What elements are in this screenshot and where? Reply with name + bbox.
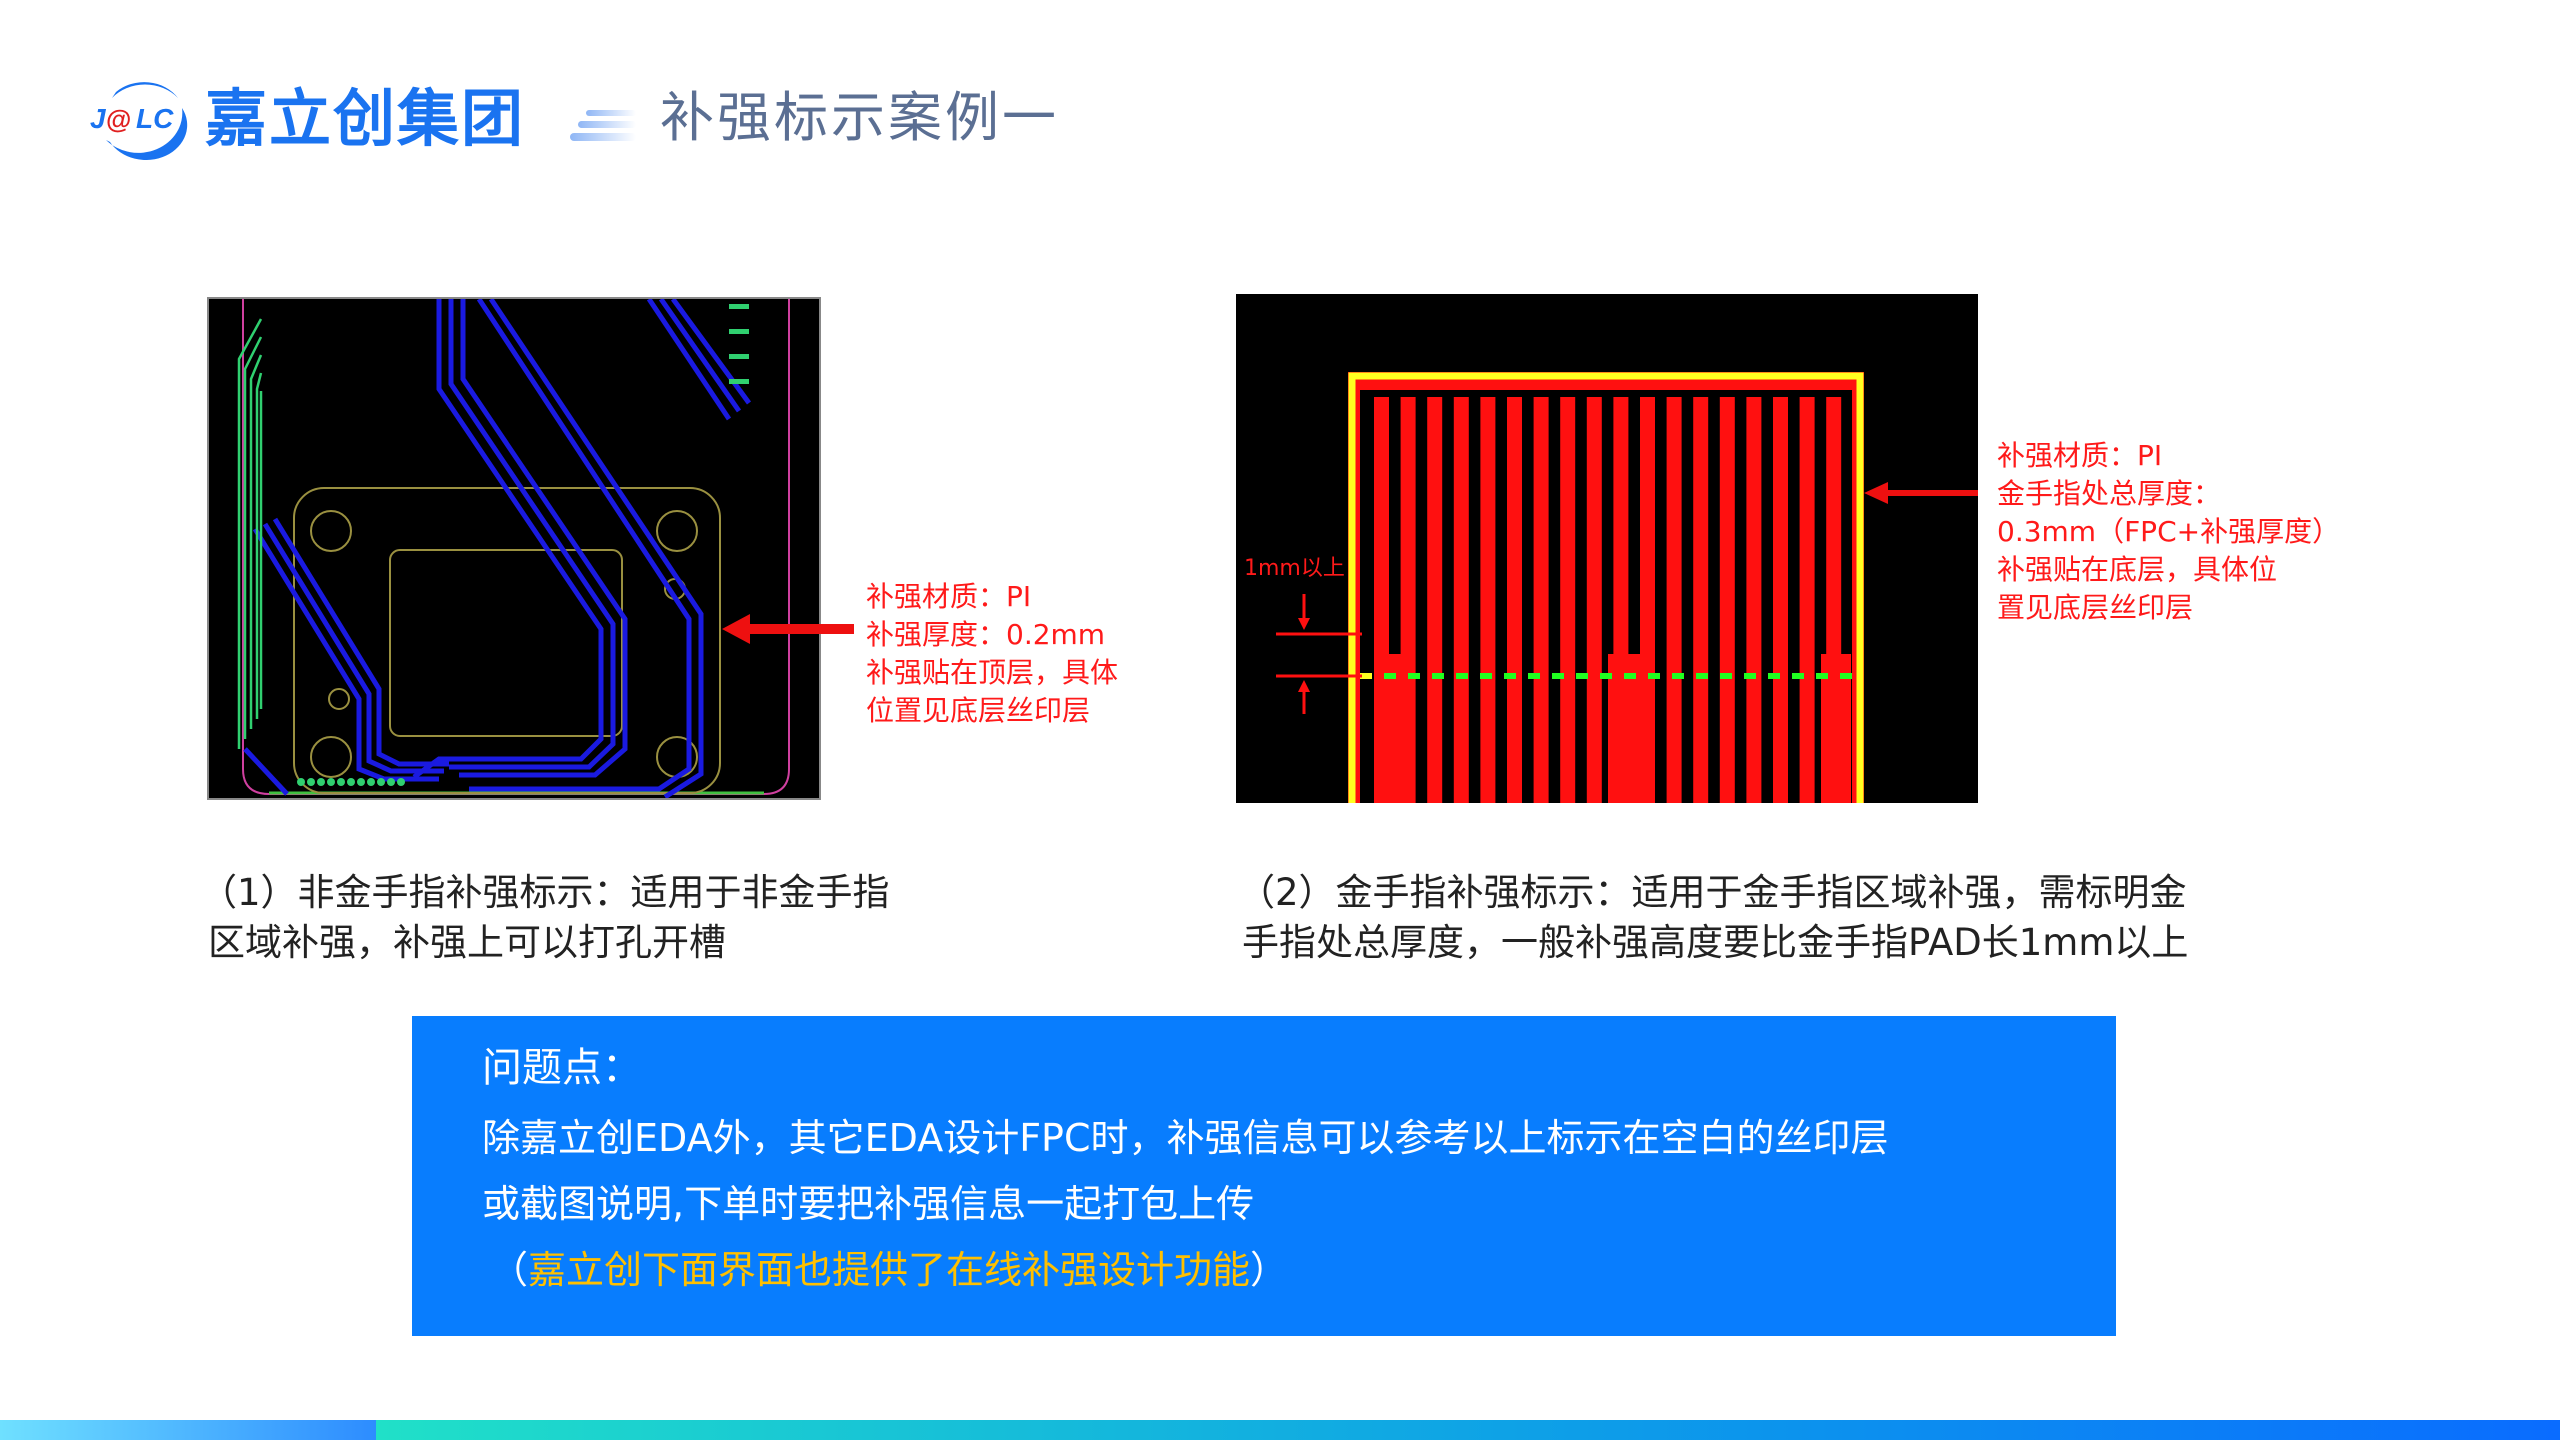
highlight-text: 嘉立创下面界面也提供了在线补强设计功能 bbox=[528, 1248, 1251, 1292]
gold-finger-pad bbox=[1719, 397, 1735, 803]
pcb-image-non-gold-finger bbox=[207, 297, 821, 800]
title-decoration-icon bbox=[570, 110, 636, 141]
paren-open: （ bbox=[490, 1248, 529, 1292]
svg-text:@: @ bbox=[106, 104, 131, 134]
problem-line: 或截图说明,下单时要把补强信息一起打包上传 bbox=[482, 1182, 1255, 1226]
annotation-example1: 补强材质：PI 补强厚度：0.2mm 补强贴在顶层，具体 位置见底层丝印层 bbox=[866, 578, 1118, 730]
annotation-example2: 补强材质：PI 金手指处总厚度： 0.3mm（FPC+补强厚度） 补强贴在底层，… bbox=[1997, 437, 2340, 627]
svg-text:LC: LC bbox=[136, 103, 174, 134]
caption-example2: （2）金手指补强标示：适用于金手指区域补强，需标明金 手指处总厚度，一般补强高度… bbox=[1238, 868, 2188, 968]
note-line: 补强贴在顶层，具体 bbox=[866, 656, 1119, 689]
note-line: 0.3mm（FPC+补强厚度） bbox=[1997, 515, 2341, 548]
problem-line: 除嘉立创EDA外，其它EDA设计FPC时，补强信息可以参考以上标示在空白的丝印层 bbox=[482, 1116, 1889, 1160]
problem-box: 问题点： 除嘉立创EDA外，其它EDA设计FPC时，补强信息可以参考以上标示在空… bbox=[412, 1016, 2116, 1336]
caption-example1: （1）非金手指补强标示：适用于非金手指 区域补强，补强上可以打孔开槽 bbox=[200, 868, 890, 968]
jlc-logo: J @ LC bbox=[90, 82, 188, 160]
gold-finger-pad bbox=[1453, 397, 1469, 803]
gold-finger-pad bbox=[1773, 397, 1788, 803]
caption-line: 区域补强，补强上可以打孔开槽 bbox=[208, 921, 726, 964]
note-line: 补强材质：PI bbox=[866, 580, 1032, 613]
gold-finger-pad bbox=[1533, 397, 1549, 803]
note-line: 金手指处总厚度： bbox=[1997, 477, 2222, 510]
svg-text:J: J bbox=[90, 103, 107, 134]
gold-finger-pad bbox=[1586, 397, 1602, 803]
note-line: 补强材质：PI bbox=[1997, 439, 2163, 472]
gold-finger-pad bbox=[1560, 397, 1576, 803]
gold-finger-pad bbox=[1799, 397, 1815, 803]
note-line: 置见底层丝印层 bbox=[1997, 591, 2194, 624]
gold-finger-pad bbox=[1480, 397, 1496, 803]
caption-line: 手指处总厚度，一般补强高度要比金手指PAD长1mm以上 bbox=[1242, 921, 2189, 964]
brand-name: 嘉立创集团 bbox=[205, 82, 526, 155]
caption-line: （1）非金手指补强标示：适用于非金手指 bbox=[200, 871, 890, 914]
caption-line: （2）金手指补强标示：适用于金手指区域补强，需标明金 bbox=[1238, 871, 2187, 914]
pcb-image-gold-finger: 1mm以上 bbox=[1236, 294, 1978, 803]
gold-finger-pad bbox=[1507, 397, 1522, 803]
problem-heading: 问题点： bbox=[482, 1045, 642, 1091]
note-line: 补强贴在底层，具体位 bbox=[1997, 553, 2278, 586]
gold-finger-pad bbox=[1666, 397, 1682, 803]
footer-bar-left bbox=[0, 1420, 376, 1440]
gold-finger-pad bbox=[1427, 397, 1443, 803]
gold-finger-pad bbox=[1746, 397, 1762, 803]
problem-note: （嘉立创下面界面也提供了在线补强设计功能） bbox=[490, 1240, 1288, 1300]
paren-close: ） bbox=[1250, 1248, 1289, 1292]
note-line: 位置见底层丝印层 bbox=[866, 694, 1091, 727]
note-line: 补强厚度：0.2mm bbox=[866, 618, 1106, 651]
dimension-label: 1mm以上 bbox=[1244, 556, 1345, 581]
footer-bar-right bbox=[376, 1420, 2560, 1440]
page-title: 补强标示案例一 bbox=[660, 86, 1059, 149]
gold-finger-pad bbox=[1693, 397, 1709, 803]
